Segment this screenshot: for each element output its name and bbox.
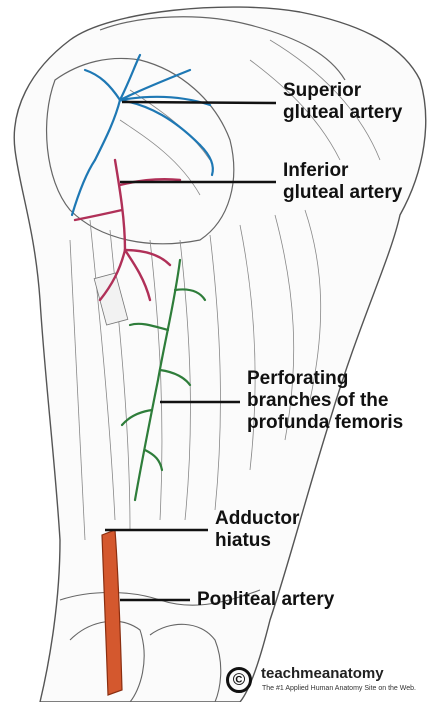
label-line: gluteal artery — [283, 102, 403, 123]
watermark-name: teachmeanatomy — [261, 665, 384, 682]
watermark-tagline: The #1 Applied Human Anatomy Site on the… — [262, 685, 416, 692]
leader-superior — [121, 100, 277, 105]
teachmeanatomy-watermark: © teachmeanatomy The #1 Applied Human An… — [226, 665, 436, 699]
hamstring-plate — [93, 272, 129, 326]
label-line: profunda femoris — [247, 412, 404, 433]
adductor-hiatus-label: Adductor hiatus — [215, 508, 299, 552]
popliteal-artery-label: Popliteal artery — [197, 589, 334, 611]
label-line: hiatus — [215, 530, 271, 551]
label-line: Superior — [283, 80, 362, 101]
label-line: Inferior — [283, 160, 349, 181]
copyright-icon: © — [226, 667, 252, 693]
iliac-contour — [99, 16, 346, 81]
perforating-branches — [120, 258, 207, 502]
label-line: Popliteal artery — [197, 589, 335, 610]
muscle-hatching — [69, 39, 381, 541]
label-line: Adductor — [215, 508, 300, 529]
label-line: branches of the — [247, 390, 389, 411]
superior-gluteal-artery-label: Superior gluteal artery — [283, 80, 402, 124]
perforating-branches-label: Perforating branches of the profunda fem… — [247, 368, 403, 434]
leader-lines — [105, 100, 277, 602]
inferior-gluteal-artery-label: Inferior gluteal artery — [283, 160, 402, 204]
inferior-gluteal-artery-branches — [73, 158, 182, 302]
popliteal-artery — [101, 529, 123, 696]
thigh-outline — [13, 6, 427, 702]
label-line: Perforating — [247, 368, 349, 389]
label-line: gluteal artery — [283, 182, 403, 203]
gluteal-region — [46, 57, 235, 245]
